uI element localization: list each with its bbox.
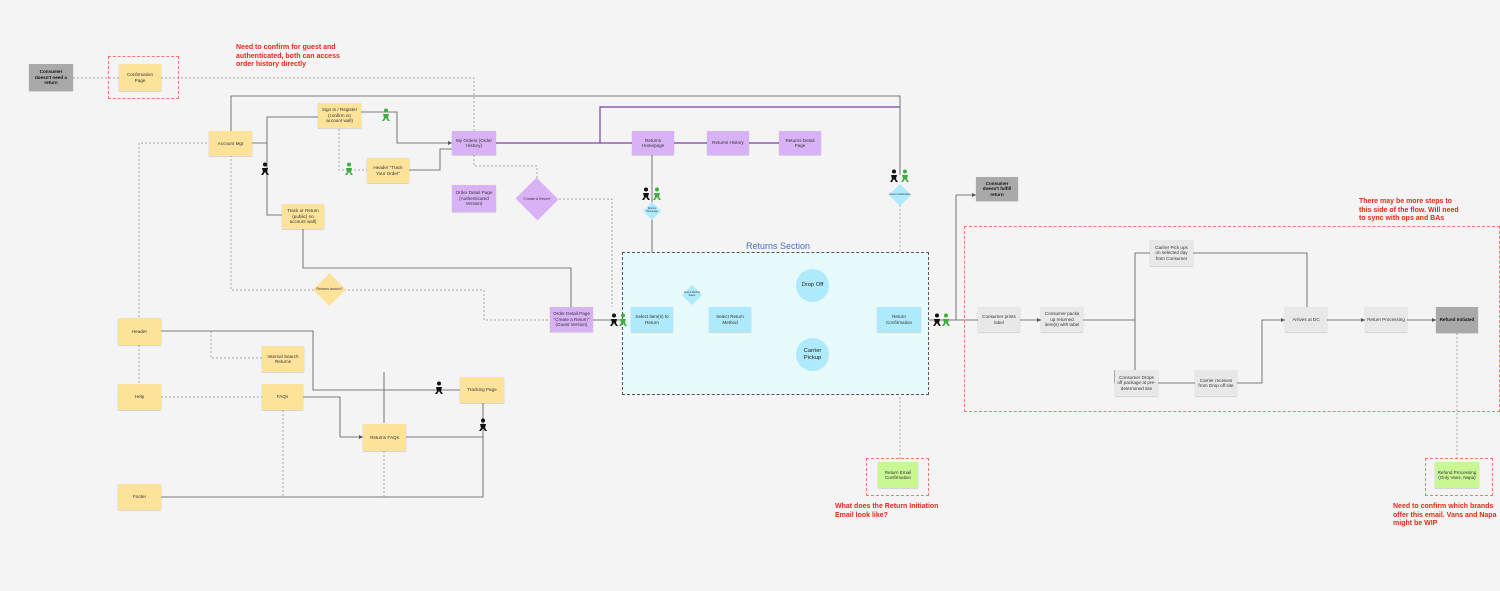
connector [338,125,367,171]
node-confirmation-page[interactable]: Confirmation Page [119,64,161,91]
connector [361,111,452,144]
connector [210,331,262,359]
node-tracking-page[interactable]: Tracking Page [460,377,504,403]
connector [138,142,209,317]
diamond-return-confirmation[interactable]: Return Confirmation [889,184,911,206]
annotation-box-refund [1425,458,1493,496]
arrowhead [972,193,976,197]
node-select-method[interactable]: Select Return Method [709,307,751,332]
node-header[interactable]: Header [118,318,161,345]
note-brands-email: Need to confirm which brands offer this … [1393,503,1497,528]
connector [559,198,613,307]
node-help[interactable]: Help [118,384,161,410]
annotation-box-email [866,458,929,496]
node-arrives-dc[interactable]: Arrives at DC [1285,307,1327,332]
person-icon-green [382,108,390,121]
arrowhead [1361,318,1365,322]
node-return-processing[interactable]: Return Processing [1365,307,1407,332]
arrowhead [1432,318,1436,322]
connector [599,106,900,143]
person-icon-green [653,187,661,200]
diamond-returns-launch-label: Returns launch? [316,287,343,292]
node-returns-homepage[interactable]: Returns Homepage [632,131,674,155]
node-carrier-picks[interactable]: Carrier Pick ups on selected day from Co… [1150,240,1193,266]
arrowhead [359,435,363,439]
diamond-create-return-label: "Create A Return" [522,196,552,201]
connector [266,143,282,216]
node-consumer-packs[interactable]: Consumer packs up returned item(s) with … [1041,307,1083,332]
node-returns-history[interactable]: Returns History [707,131,749,155]
node-consumer-drops[interactable]: Consumer Drops off package at pre-determ… [1115,370,1158,396]
node-internal-search[interactable]: Internal Search Returns [262,346,304,372]
connector [230,155,550,321]
person-icon-black [642,187,650,200]
node-return-email[interactable]: Return Email Confirmation [878,462,918,488]
connector [252,116,318,144]
arrowhead [448,141,452,145]
node-refund-processing[interactable]: Refund Processing (Only Vans, Napa) [1435,462,1479,488]
node-carrier-receives[interactable]: Carrier receives from Drop off site [1195,370,1237,396]
node-order-detail-guest[interactable]: Order Detail Page "Create a Return" (Gue… [550,307,593,332]
person-icon-black [933,313,941,326]
person-icon-black [890,169,898,182]
node-select-items[interactable]: Select item(s) to Return [631,307,673,332]
person-icon-green [345,162,353,175]
node-drop-off[interactable]: Drop Off [796,269,829,302]
diamond-returns-homepage-label: Returns Homepage [646,207,658,213]
note-guest-auth: Need to confirm for guest and authentica… [236,44,340,69]
connector [161,330,460,391]
node-carrier-pickup[interactable]: Carrier Pickup [796,338,829,371]
person-icon-green [619,313,627,326]
diamond-returns-homepage[interactable]: Returns Homepage [643,202,661,220]
connector [302,229,572,307]
node-header-track[interactable]: Header "Track Your Order" [367,158,409,183]
connector [1193,252,1308,307]
connector [473,155,538,182]
annotation-box-confirmation [108,56,179,99]
connector [161,77,475,131]
note-email-look: What does the Return Initiation Email lo… [835,503,939,519]
node-faqs[interactable]: FAQs [262,384,303,410]
node-returns-faqs[interactable]: Returns FAQs [363,424,406,451]
node-sign-in[interactable]: Sign In / Register (confirm no account w… [318,103,361,128]
node-order-detail-auth[interactable]: Order Detail Page (Authenticated Version… [452,185,496,212]
person-icon-green [942,313,950,326]
node-consumer-no-return[interactable]: Consumer doesn't need a return [29,64,73,91]
diamond-returns-launch[interactable]: Returns launch? [313,273,346,306]
diamond-return-method-label: Return Method Select [684,291,700,297]
person-icon-black [435,381,443,394]
diamond-create-return[interactable]: "Create A Return" [515,177,559,221]
connector [1237,319,1285,384]
node-my-orders[interactable]: My Orders (Order History) [452,131,496,155]
connector [303,396,363,438]
person-icon-black [261,162,269,175]
node-consumer-prints[interactable]: Consumer prints label [978,307,1020,332]
node-consumer-no-fulfill[interactable]: Consumer doesn't fulfill return [976,177,1018,201]
person-icon-green [901,169,909,182]
connector [409,148,452,171]
arrowhead [1281,318,1285,322]
node-footer[interactable]: Footer [118,484,161,510]
connector [955,194,976,320]
person-icon-black [479,418,487,431]
node-refund-initiated[interactable]: Refund Initiated [1436,307,1478,333]
diamond-return-confirmation-label: Return Confirmation [889,192,911,196]
person-icon-black [610,313,618,326]
node-account-mgmt[interactable]: Account Mgt [209,131,252,156]
returns-section-title: Returns Section [746,241,811,251]
node-track-return[interactable]: Track or Return (public) no account wall… [282,204,324,229]
diamond-return-method[interactable]: Return Method Select [682,285,702,305]
connector [161,403,484,498]
arrowhead [1037,318,1041,322]
connector [1134,252,1150,320]
note-more-steps: There may be more steps to this side of … [1359,198,1459,223]
node-returns-detail[interactable]: Returns Detail Page [779,131,821,155]
node-return-confirmation[interactable]: Return Confirmation [877,307,921,332]
connector [230,95,901,175]
